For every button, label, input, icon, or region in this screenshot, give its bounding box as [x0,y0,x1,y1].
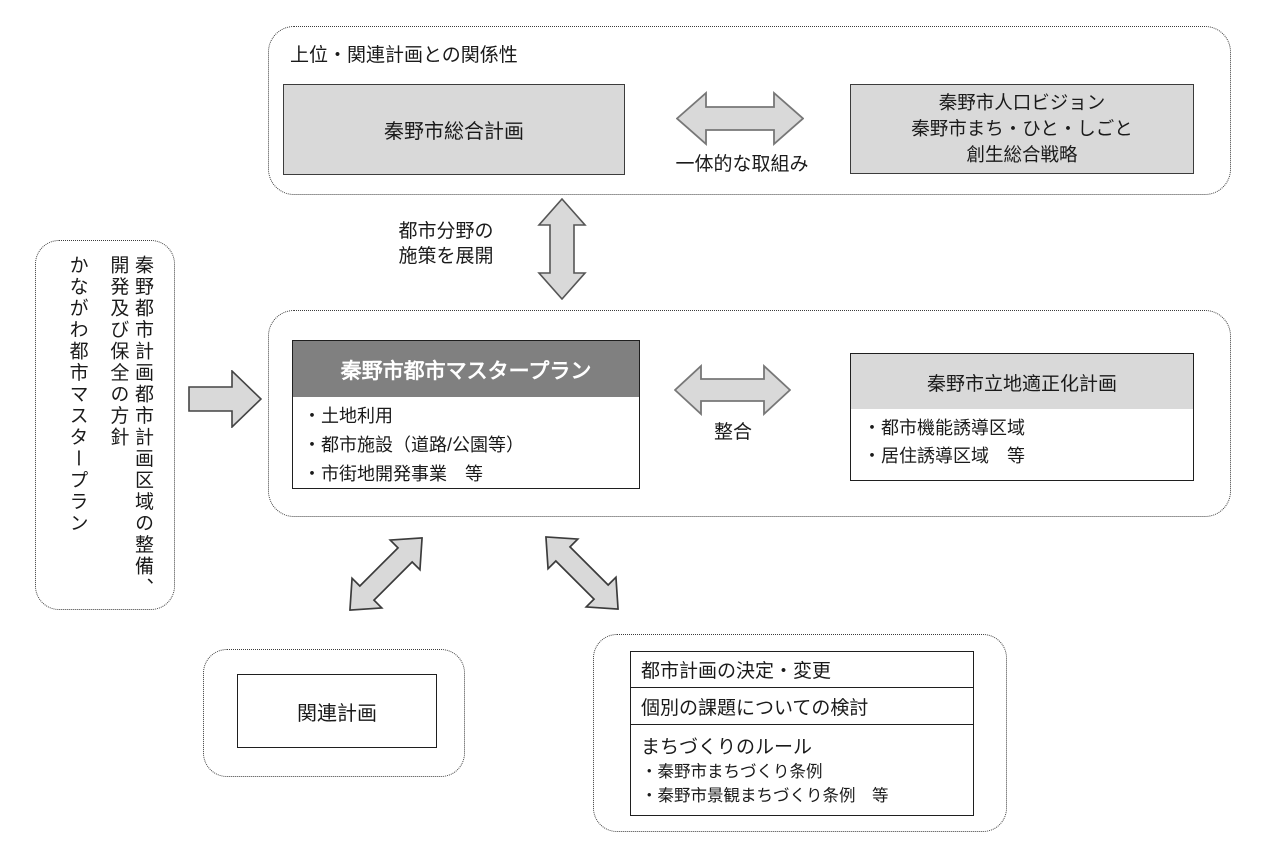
vertical-text-line3: かながわ都市マスタープラン [66,255,88,535]
kanagawa-master-plan-container: 秦野都市計画都市計画区域の整備、 開発及び保全の方針 かながわ都市マスタープラン [35,240,175,610]
machizukuri-rule-item: ・秦野市まちづくり条例 [641,763,823,781]
seigo-arrow-label: 整合 [713,422,752,443]
horizontal-double-arrow-icon [674,364,791,416]
related-plans-label: 関連計画 [297,702,377,725]
implementation-row-decision: 都市計画の決定・変更 [631,652,973,688]
city-master-plan-container [268,310,1231,517]
right-arrow-icon [188,370,262,428]
deploy-arrow-label-line1: 都市分野の [398,221,494,242]
related-plans-box: 関連計画 [237,674,437,748]
machizukuri-rules-title: まちづくりのルール [641,737,813,758]
location-plan-header: 秦野市立地適正化計画 [850,353,1194,411]
vertical-text-line1: 秦野都市計画都市計画区域の整備、 [132,255,153,599]
jinko-vision-line3: 創生総合戦略 [966,144,1078,166]
implementation-row-study-label: 個別の課題についての検討 [641,697,869,719]
implementation-container [593,634,1007,832]
diagonal-double-arrow-right-icon [530,521,634,625]
diagonal-double-arrow-left-icon [334,522,438,626]
jinko-vision-box: 秦野市人口ビジョン 秦野市まち・ひと・しごと 創生総合戦略 [850,84,1194,174]
implementation-row-study: 個別の課題についての検討 [631,688,973,725]
jinko-vision-line1: 秦野市人口ビジョン [938,91,1106,113]
related-plans-container [203,649,465,777]
kanagawa-master-plan-vertical-text: 秦野都市計画都市計画区域の整備、 開発及び保全の方針 かながわ都市マスタープラン [64,255,154,600]
city-master-plan-header: 秦野市都市マスタープラン [292,340,640,399]
deploy-arrow-label-line2: 施策を展開 [398,246,494,268]
city-master-plan-title: 秦野市都市マスタープラン [340,359,592,383]
implementation-row-rules: まちづくりのルール ・秦野市まちづくり条例 ・秦野市景観まちづくり条例 等 [631,725,973,815]
deploy-arrow-label: 都市分野の 施策を展開 [383,219,509,269]
city-master-plan-body: ・土地利用 ・都市施設（道路/公園等） ・市街地開発事業 等 [292,397,640,489]
machizukuri-rule-item: ・秦野市景観まちづくり条例 等 [641,786,889,805]
ittaiteki-arrow-label: 一体的な取組み [675,154,809,175]
sogo-keikaku-box: 秦野市総合計画 [283,84,625,175]
location-plan-item: ・居住誘導区域 等 [863,445,1025,466]
upper-plans-container [268,26,1231,195]
master-plan-item: ・土地利用 [303,406,393,426]
sogo-keikaku-label: 秦野市総合計画 [384,121,524,143]
location-plan-item: ・都市機能誘導区域 [863,418,1025,438]
vertical-text-line2: 開発及び保全の方針 [107,255,129,449]
location-plan-body: ・都市機能誘導区域 ・居住誘導区域 等 [850,409,1194,481]
master-plan-item: ・市街地開発事業 等 [303,464,483,485]
horizontal-double-arrow-icon [676,91,804,146]
implementation-table: 都市計画の決定・変更 個別の課題についての検討 まちづくりのルール ・秦野市まち… [630,651,974,816]
upper-plans-container-label: 上位・関連計画との関係性 [290,45,518,66]
vertical-double-arrow-icon [537,198,587,300]
master-plan-item: ・都市施設（道路/公園等） [303,435,524,456]
location-plan-title: 秦野市立地適正化計画 [926,373,1117,395]
implementation-row-decision-label: 都市計画の決定・変更 [641,661,832,682]
jinko-vision-line2: 秦野市まち・ひと・しごと [911,117,1133,139]
